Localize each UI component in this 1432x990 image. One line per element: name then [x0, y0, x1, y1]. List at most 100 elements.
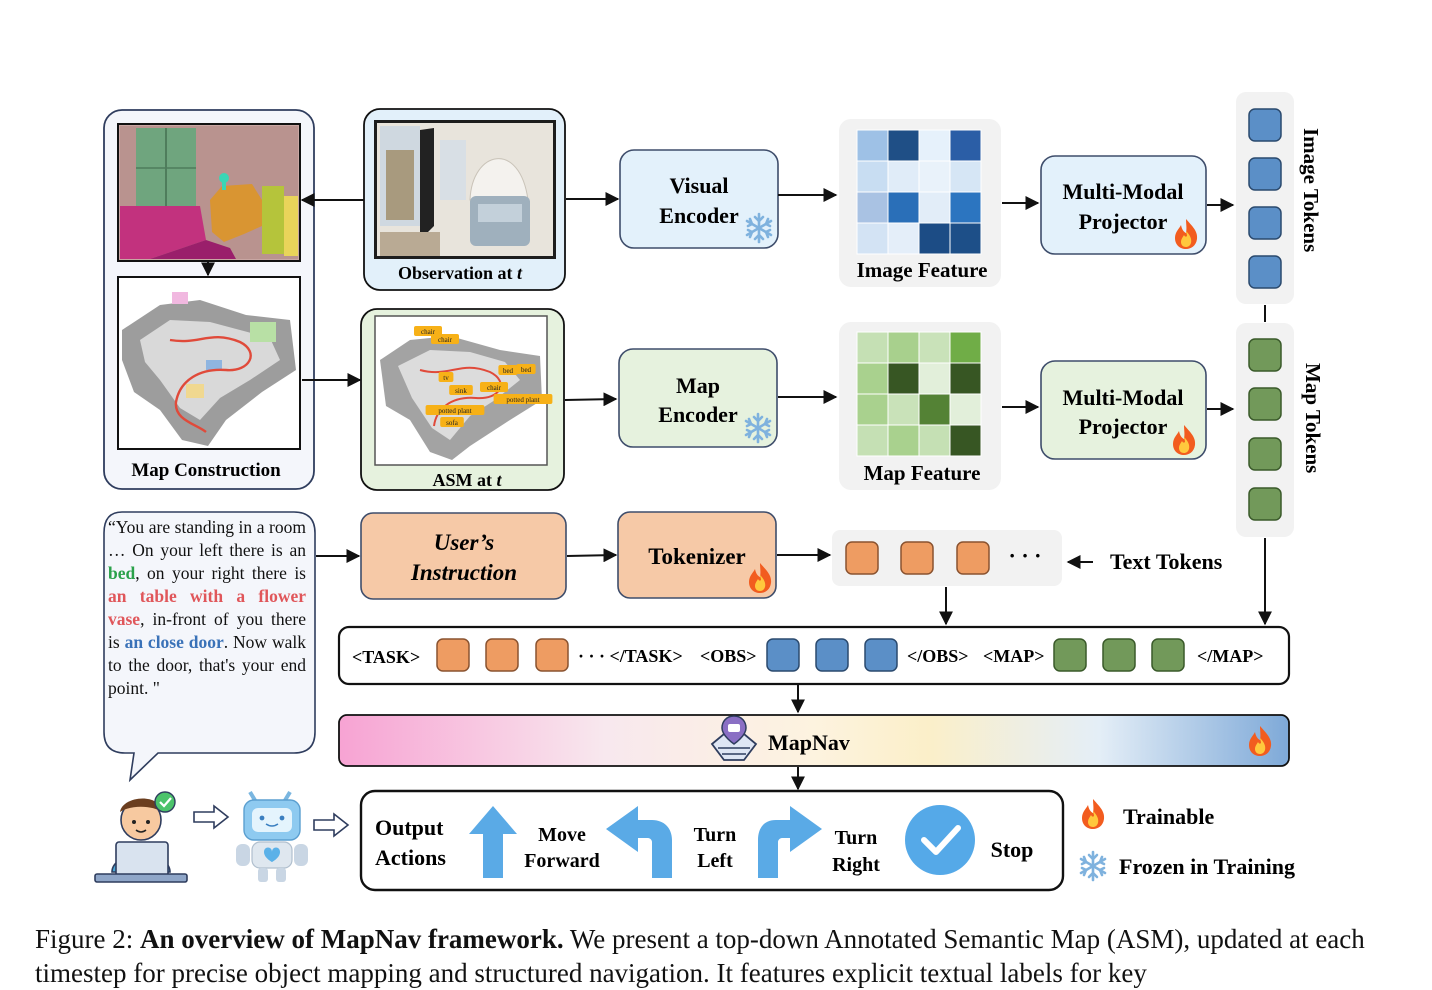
flame-icon: [1082, 799, 1105, 829]
map-projector-box: Multi-Modal Projector: [1040, 360, 1207, 460]
legend: Trainable Frozen in Training: [1079, 799, 1295, 882]
asm-tag-box: [440, 417, 464, 427]
turn-left-label-1: Turn: [694, 824, 737, 846]
feature-cell: [887, 331, 920, 364]
asm-tag-box: [480, 382, 508, 392]
text-tokens-label: Text Tokens: [1110, 549, 1223, 574]
feature-cell: [887, 393, 920, 426]
map-open-tag: <MAP>: [983, 646, 1045, 666]
segmentation-image: [117, 123, 301, 262]
asm-tag-label: tv: [443, 374, 449, 382]
mapnav-bar: MapNav: [338, 714, 1290, 767]
map-feature-label: Map Feature: [864, 461, 981, 485]
visual-encoder-label-1: Visual: [669, 173, 728, 198]
token-sequence-bar: <TASK> · · · </TASK> <OBS> </OBS> <MAP> …: [337, 625, 1291, 686]
feature-cell: [949, 331, 982, 364]
task-open-tag: <TASK>: [352, 647, 420, 667]
move-forward-label-2: Forward: [524, 850, 600, 872]
asm-label: ASM at t: [432, 470, 502, 490]
asm-tag-box: [425, 405, 485, 415]
mapnav-label: MapNav: [768, 730, 850, 755]
map-encoder-box: Map Encoder: [618, 348, 778, 448]
caption-title: An overview of MapNav framework.: [140, 924, 564, 954]
arrow-instruction-to-tokenizer: [566, 548, 618, 563]
feature-cell: [856, 331, 889, 364]
tokenizer-label: Tokenizer: [648, 544, 746, 569]
obs-close-tag: </OBS>: [907, 646, 969, 666]
quote-text: , on your right there is: [135, 563, 306, 583]
projector-label-1: Multi-Modal: [1063, 179, 1184, 204]
asm-tag-box: [516, 364, 536, 374]
text-tokens-row: · · ·: [832, 530, 1062, 586]
asm-tag-label: chair: [421, 328, 436, 336]
user-instruction-label-1: User’s: [434, 530, 495, 555]
feature-cell: [949, 160, 982, 193]
feature-cell: [887, 424, 920, 457]
visual-encoder-label-2: Encoder: [659, 203, 739, 228]
person-laptop-icon: [94, 791, 188, 883]
user-instruction-box: User’s Instruction: [360, 512, 567, 600]
feature-cell: [856, 393, 889, 426]
map-tokens-label: Map Tokens: [1301, 363, 1325, 473]
image-feature-grid: [839, 119, 1001, 287]
feature-cell: [949, 129, 982, 162]
asm-tag-label: chair: [438, 336, 453, 344]
quote-highlight-bed: bed: [108, 563, 136, 583]
robot-icon: [236, 790, 308, 882]
image-tokens-column: [1236, 92, 1294, 304]
tokenizer-box: Tokenizer: [617, 511, 777, 599]
turn-right-icon: [758, 806, 822, 878]
map-close-tag: </MAP>: [1197, 646, 1264, 666]
task-close-tag: · · · </TASK>: [578, 646, 683, 666]
obs-open-tag: <OBS>: [700, 646, 757, 666]
feature-cell: [856, 362, 889, 395]
asm-tag-box: [414, 326, 442, 336]
feature-cell: [918, 393, 951, 426]
feature-cell: [856, 424, 889, 457]
asm-tag-box: [498, 365, 518, 375]
move-forward-label-1: Move: [538, 824, 586, 846]
caption-prefix: Figure 2:: [35, 924, 140, 954]
projector-label-2: Projector: [1079, 414, 1168, 439]
feature-cell: [856, 129, 889, 162]
user-instruction-label-2: Instruction: [410, 560, 517, 585]
text-tokens-ellipsis: · · ·: [1008, 543, 1041, 568]
observation-panel: [363, 108, 566, 291]
feature-cell: [887, 129, 920, 162]
feature-cell: [887, 191, 920, 224]
visual-encoder-box: Visual Encoder: [619, 149, 779, 249]
asm-tag-box: [493, 394, 553, 404]
feature-cell: [918, 222, 951, 255]
feature-cell: [918, 160, 951, 193]
turn-left-icon: [606, 806, 672, 878]
turn-left-label-2: Left: [697, 850, 733, 872]
feature-cell: [887, 222, 920, 255]
quote-text: , in-front of you there is: [108, 609, 306, 652]
turn-right-label-1: Turn: [835, 827, 878, 849]
figure-caption: Figure 2: An overview of MapNav framewor…: [35, 922, 1405, 990]
feature-cell: [918, 331, 951, 364]
constructed-map-image: [117, 276, 301, 450]
map-encoder-label-1: Map: [676, 373, 720, 398]
hollow-arrow-icon: [313, 812, 350, 838]
map-encoder-label-2: Encoder: [658, 402, 738, 427]
map-tokens-column: [1236, 323, 1294, 537]
asm-tag-label: potted plant: [506, 396, 539, 404]
snowflake-icon: [1079, 850, 1107, 882]
feature-cell: [918, 362, 951, 395]
arrow-asm-to-encoder: [564, 392, 618, 407]
map-robot-icon: [710, 715, 758, 761]
output-label-2: Actions: [375, 845, 446, 870]
asm-tag-box: [438, 372, 454, 382]
speech-bubble: [103, 511, 316, 783]
feature-cell: [949, 222, 982, 255]
asm-tag-label: chair: [487, 384, 502, 392]
observation-label: Observation at t: [398, 263, 523, 283]
asm-tag-label: sofa: [446, 419, 459, 427]
feature-cell: [887, 160, 920, 193]
feature-cell: [856, 222, 889, 255]
feature-cell: [856, 160, 889, 193]
quote-highlight-table: an table with a flower vase: [108, 586, 306, 629]
